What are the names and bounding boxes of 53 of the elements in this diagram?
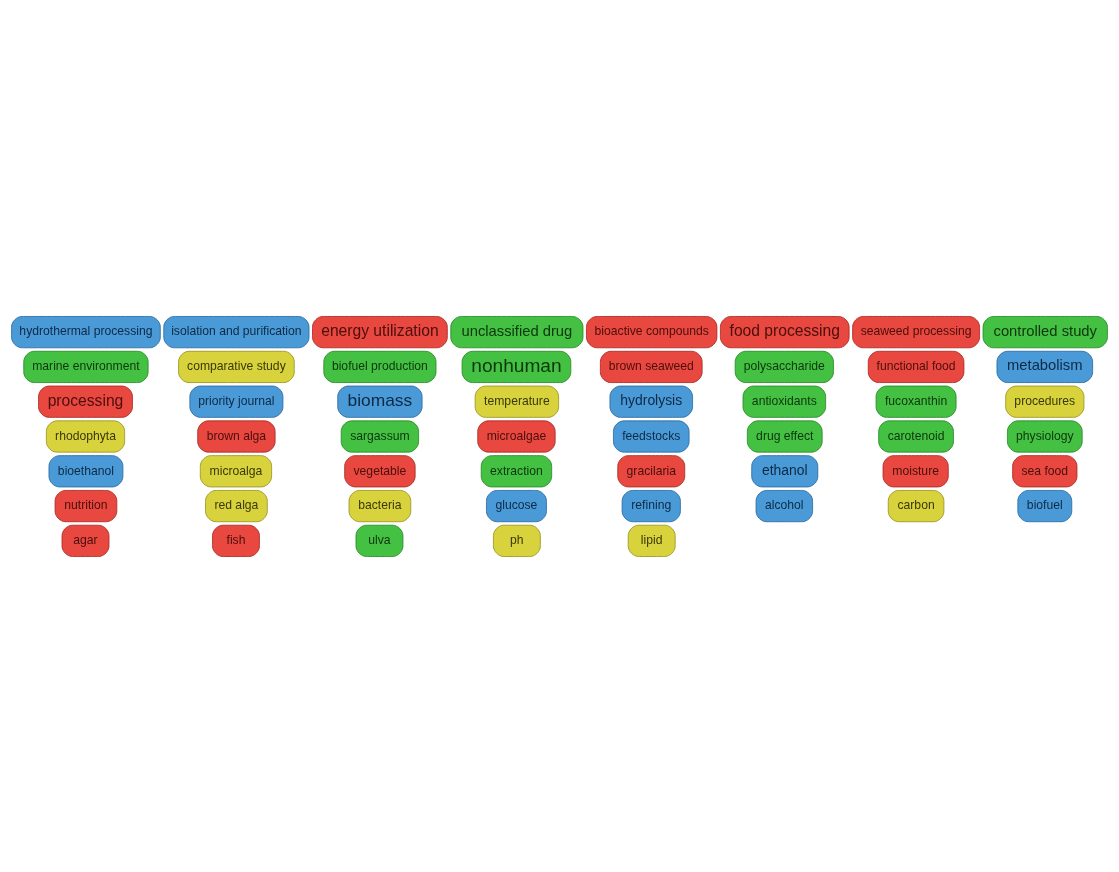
node-box: alcohol bbox=[755, 489, 814, 522]
node-box: vegetable bbox=[344, 454, 416, 487]
node-box: ph bbox=[492, 524, 541, 557]
node-box: fish bbox=[212, 524, 260, 557]
node-box: controlled study bbox=[982, 315, 1108, 348]
node-box: lipid bbox=[627, 524, 676, 557]
node-box: bioactive compounds bbox=[586, 315, 718, 348]
node-box: carbon bbox=[887, 489, 945, 522]
node-box: priority journal bbox=[189, 385, 284, 418]
node-box: temperature bbox=[474, 385, 560, 418]
node-box: microalgae bbox=[477, 419, 556, 453]
node-box: biofuel production bbox=[323, 350, 437, 383]
node-box: seaweed processing bbox=[852, 315, 980, 348]
node-box: nutrition bbox=[54, 489, 118, 522]
node-box: comparative study bbox=[178, 350, 295, 383]
node-box: brown seaweed bbox=[599, 350, 703, 383]
node-box: feedstocks bbox=[613, 419, 690, 453]
node-box: isolation and purification bbox=[163, 315, 310, 348]
node-box: microalga bbox=[199, 454, 273, 487]
node-box: refining bbox=[621, 489, 681, 522]
node-box: food processing bbox=[719, 315, 850, 348]
node-box: hydrothermal processing bbox=[11, 315, 161, 348]
node-box: sargassum bbox=[340, 419, 420, 453]
node-box: fucoxanthin bbox=[875, 385, 957, 418]
node-box: nonhuman bbox=[461, 350, 572, 383]
node-box: physiology bbox=[1006, 419, 1083, 453]
node-box: bacteria bbox=[348, 489, 412, 522]
node-box: carotenoid bbox=[878, 419, 954, 453]
node-box: processing bbox=[38, 385, 133, 418]
node-box: gracilaria bbox=[617, 454, 686, 487]
node-box: functional food bbox=[867, 350, 965, 383]
node-box: glucose bbox=[486, 489, 547, 522]
node-box: sea food bbox=[1012, 454, 1078, 487]
node-box: antioxidants bbox=[742, 385, 827, 418]
node-box: ulva bbox=[355, 524, 404, 557]
node-box: brown alga bbox=[197, 419, 276, 453]
node-box: ethanol bbox=[751, 454, 819, 487]
node-box: bioethanol bbox=[48, 454, 124, 487]
node-box: drug effect bbox=[746, 419, 823, 453]
node-box: hydrolysis bbox=[609, 385, 693, 418]
node-box: unclassified drug bbox=[450, 315, 584, 348]
node-box: agar bbox=[61, 524, 110, 557]
node-box: extraction bbox=[480, 454, 553, 487]
node-box: metabolism bbox=[996, 350, 1094, 383]
node-box: procedures bbox=[1005, 385, 1085, 418]
node-box: moisture bbox=[882, 454, 949, 487]
node-box: biomass bbox=[337, 385, 423, 418]
node-box: energy utilization bbox=[312, 315, 448, 348]
node-box: polysaccharide bbox=[734, 350, 834, 383]
node-box: red alga bbox=[205, 489, 268, 522]
node-box: biofuel bbox=[1017, 489, 1073, 522]
node-box: marine environment bbox=[23, 350, 149, 383]
node-box: rhodophyta bbox=[45, 419, 126, 453]
